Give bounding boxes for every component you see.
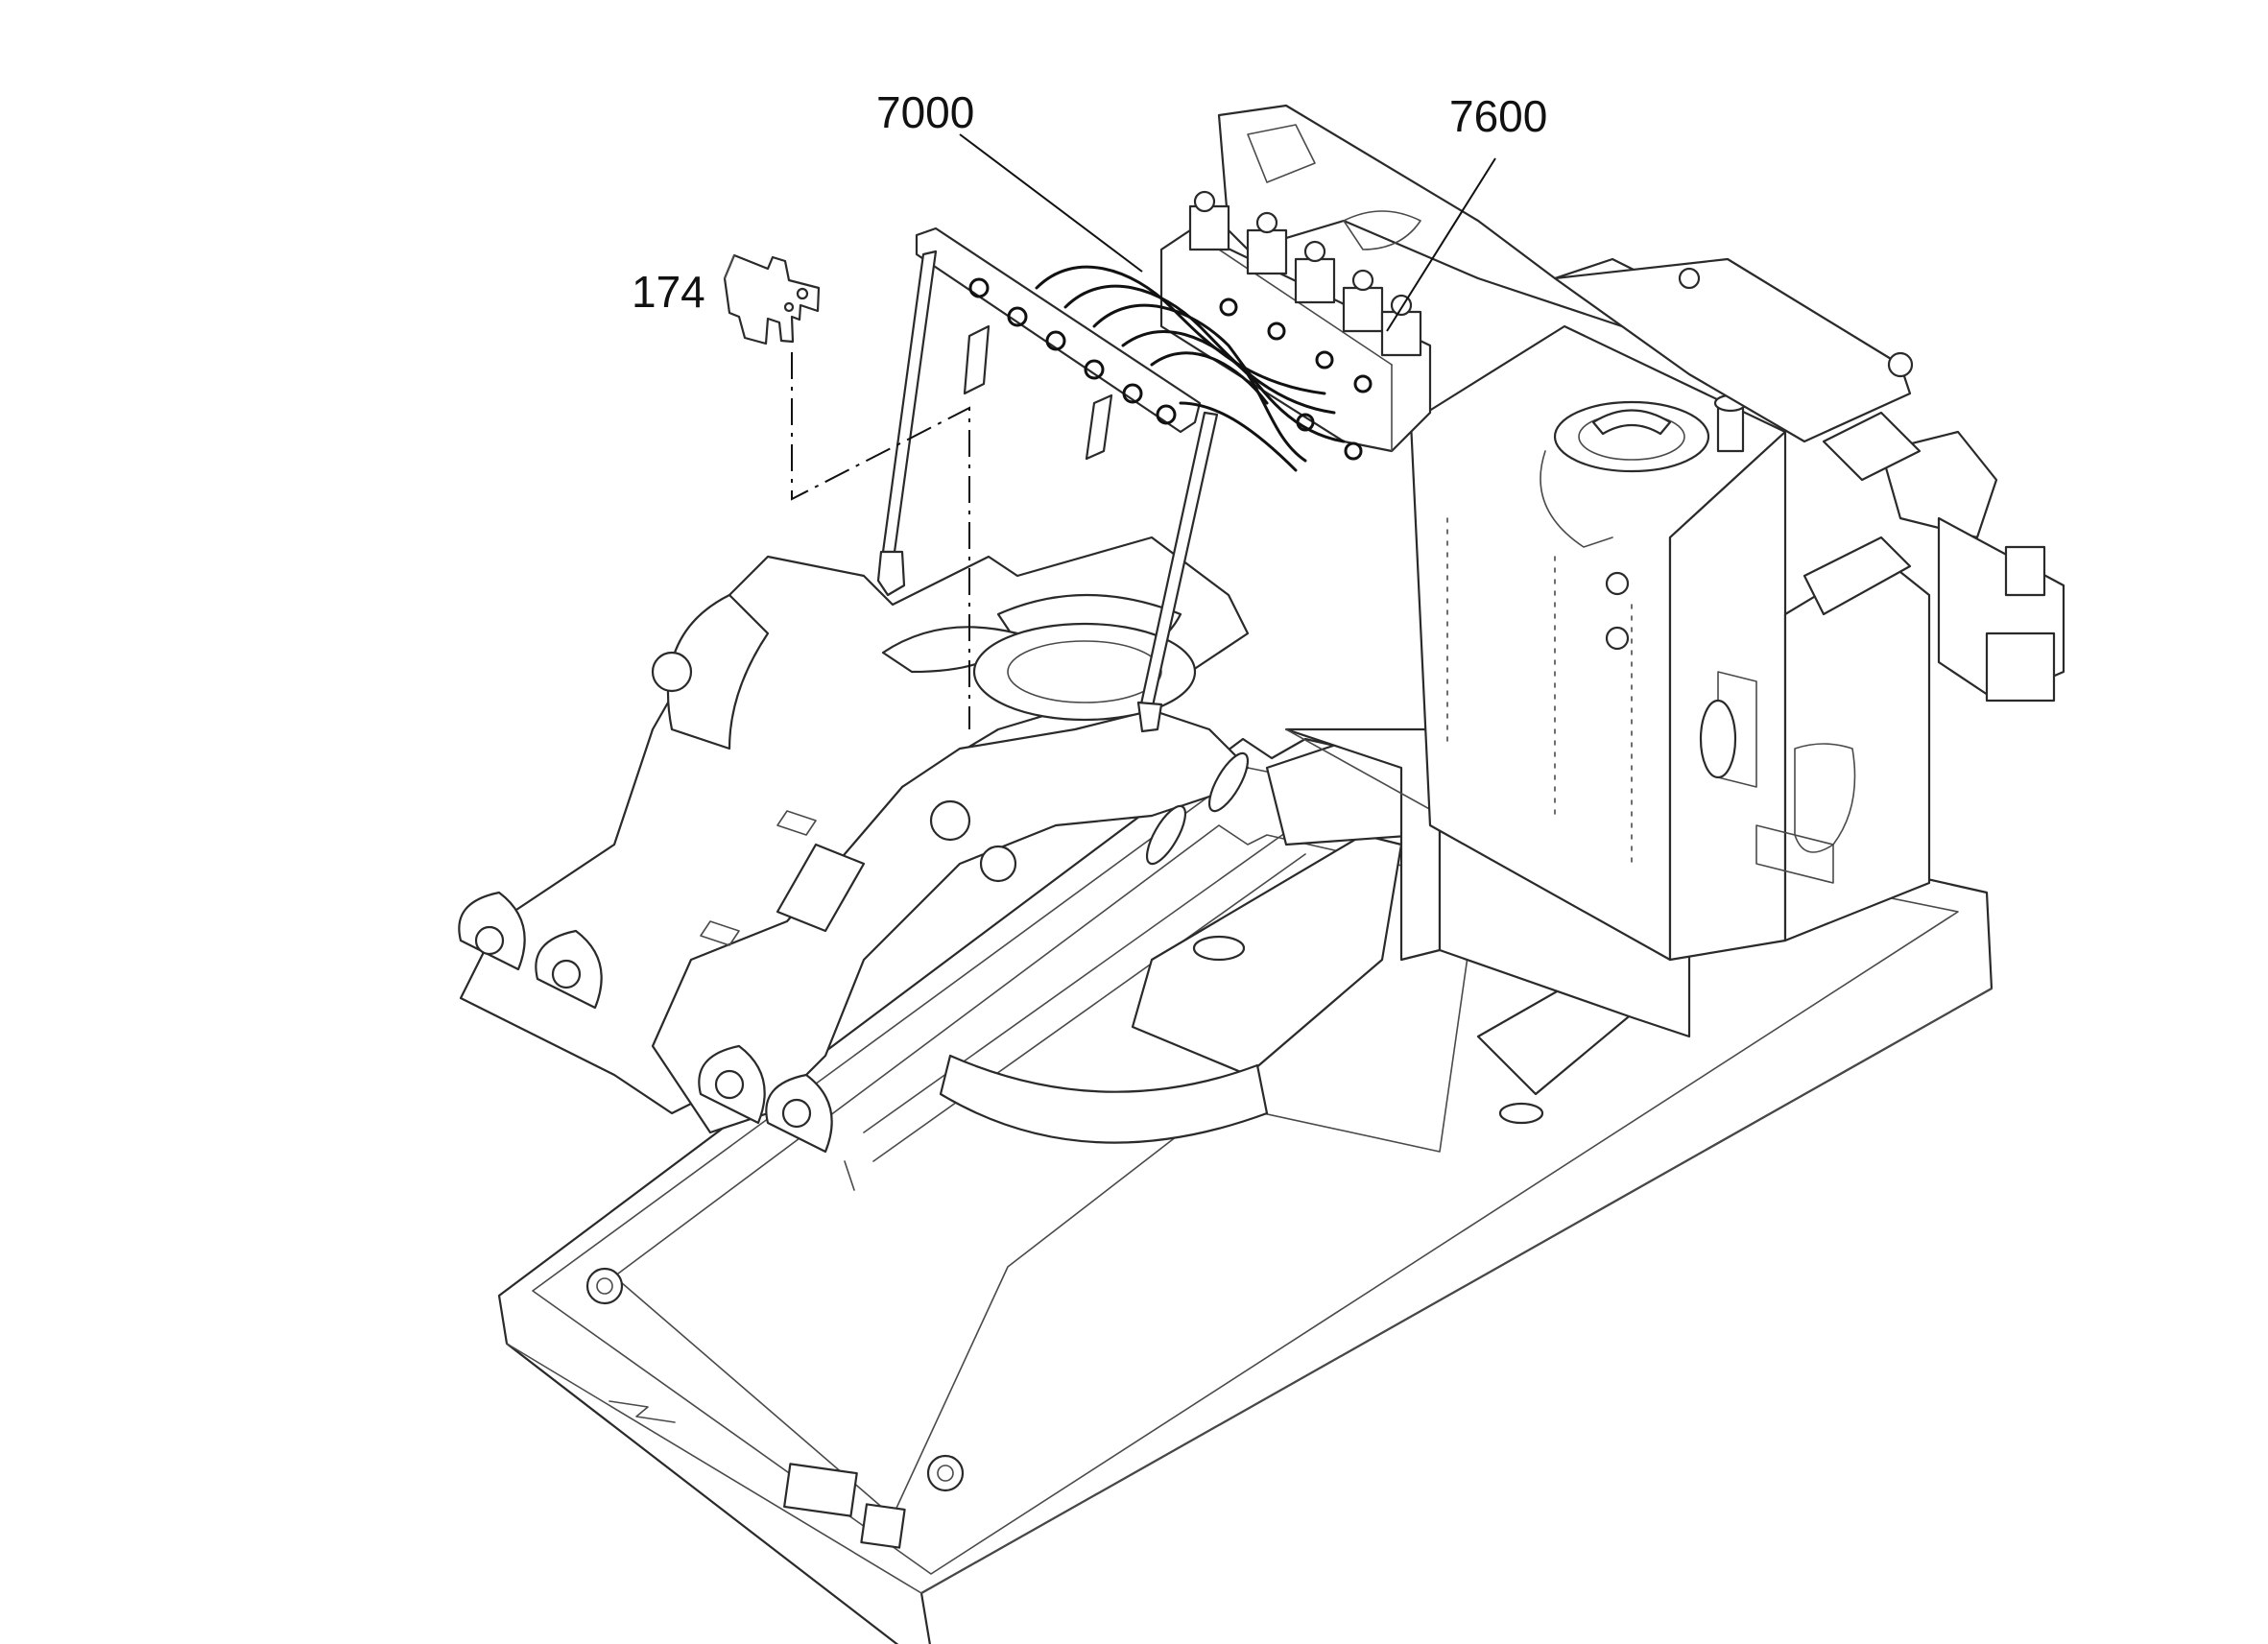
callout-labels: 174 7000 7600 (632, 87, 1547, 317)
rear-frame (1217, 104, 2065, 703)
bracket-plate-174 (723, 253, 821, 345)
callout-leaders (959, 133, 1496, 332)
leader-7000 (959, 133, 1143, 273)
boom-mount-frame (458, 536, 1250, 1154)
manifold-fittings (968, 277, 1177, 425)
leader-7600 (1386, 157, 1496, 332)
hose-bundle (1035, 265, 1346, 472)
callout-7600: 7600 (1449, 91, 1547, 141)
assembly-phantom-lines (791, 352, 970, 729)
callout-174: 174 (632, 267, 705, 317)
hydraulic-tank (1409, 324, 1931, 962)
valve-sections (1188, 190, 1422, 461)
support-rods (876, 250, 1219, 733)
control-valve-assembly (876, 190, 1432, 733)
callout-7000: 7000 (876, 87, 974, 137)
